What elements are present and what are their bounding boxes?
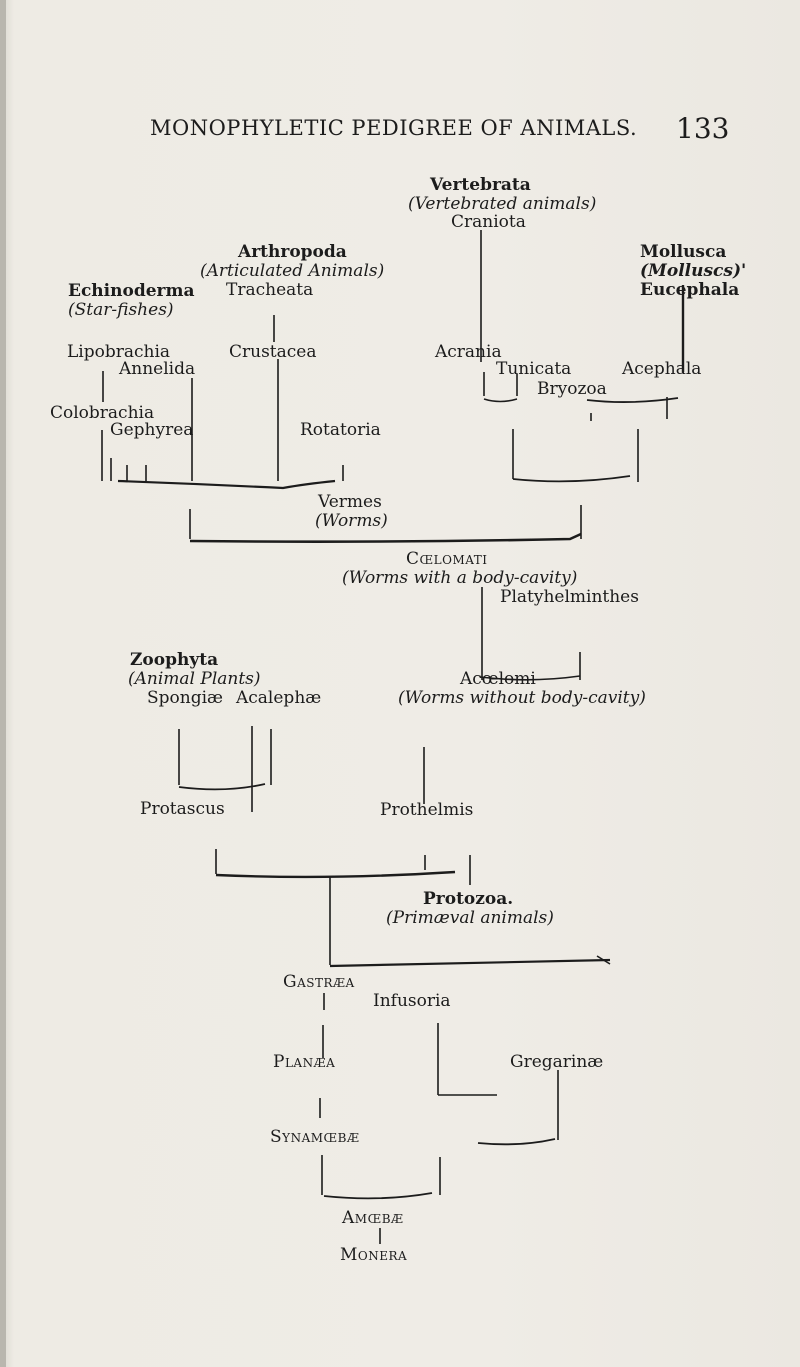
node-tracheata: Tracheata xyxy=(226,280,314,300)
node-mollusca-gloss: (Molluscs)' xyxy=(640,261,747,281)
node-bryozoa: Bryozoa xyxy=(537,379,607,399)
node-annelida: Annelida xyxy=(119,359,196,379)
node-vertebrata-gloss: (Vertebrated animals) xyxy=(408,194,597,214)
node-vermes: Vermes xyxy=(318,492,382,512)
page-gutter-shadow xyxy=(0,0,6,1367)
node-protozoa: Protozoa. xyxy=(423,889,514,909)
node-platyhelminthes: Platyhelminthes xyxy=(500,587,639,607)
node-acoelomi: Acœlomi xyxy=(460,669,536,689)
node-planaea: Planæa xyxy=(273,1052,336,1072)
node-amoebae: Amœbæ xyxy=(342,1208,404,1228)
node-echinoderma-gloss: (Star-fishes) xyxy=(68,300,174,320)
node-protascus: Protascus xyxy=(140,799,225,819)
node-acalephae: Acalephæ xyxy=(236,688,322,708)
node-infusoria: Infusoria xyxy=(373,991,451,1011)
node-echinoderma: Echinoderma xyxy=(68,281,195,301)
node-arthropoda-gloss: (Articulated Animals) xyxy=(200,261,385,281)
node-vermes-gloss: (Worms) xyxy=(315,511,388,531)
running-head: MONOPHYLETIC PEDIGREE OF ANIMALS. xyxy=(150,116,638,140)
node-acephala: Acephala xyxy=(622,359,702,379)
node-zoophyta: Zoophyta xyxy=(130,650,219,670)
node-lipobrachia: Lipobrachia xyxy=(67,342,171,362)
node-colobrachia: Colobrachia xyxy=(50,403,155,423)
node-acrania: Acrania xyxy=(435,342,502,362)
node-acoelomi-gloss: (Worms without body-cavity) xyxy=(398,688,646,708)
node-vertebrata: Vertebrata xyxy=(430,175,531,195)
node-crustacea: Crustacea xyxy=(229,342,317,362)
node-protozoa-gloss: (Primæval animals) xyxy=(386,908,554,928)
node-tunicata: Tunicata xyxy=(496,359,572,379)
node-gregarinae: Gregarinæ xyxy=(510,1052,604,1072)
node-spongiae: Spongiæ xyxy=(147,688,224,708)
node-zoophyta-gloss: (Animal Plants) xyxy=(128,669,261,689)
node-synamoebae: Synamœbæ xyxy=(270,1127,360,1147)
node-gephyrea: Gephyrea xyxy=(110,420,194,440)
node-coelomati: Cœlomati xyxy=(406,549,488,569)
node-mollusca: Mollusca xyxy=(640,242,727,262)
node-rotatoria: Rotatoria xyxy=(300,420,381,440)
node-arthropoda: Arthropoda xyxy=(238,242,347,262)
node-craniota: Craniota xyxy=(451,212,526,232)
node-gastraea: Gastræa xyxy=(283,972,355,992)
page-number: 133 xyxy=(676,112,730,145)
node-prothelmis: Prothelmis xyxy=(380,800,474,820)
node-monera: Monera xyxy=(340,1245,408,1265)
node-coelomati-gloss: (Worms with a body-cavity) xyxy=(342,568,578,588)
node-eucephala: Eucephala xyxy=(640,280,740,300)
